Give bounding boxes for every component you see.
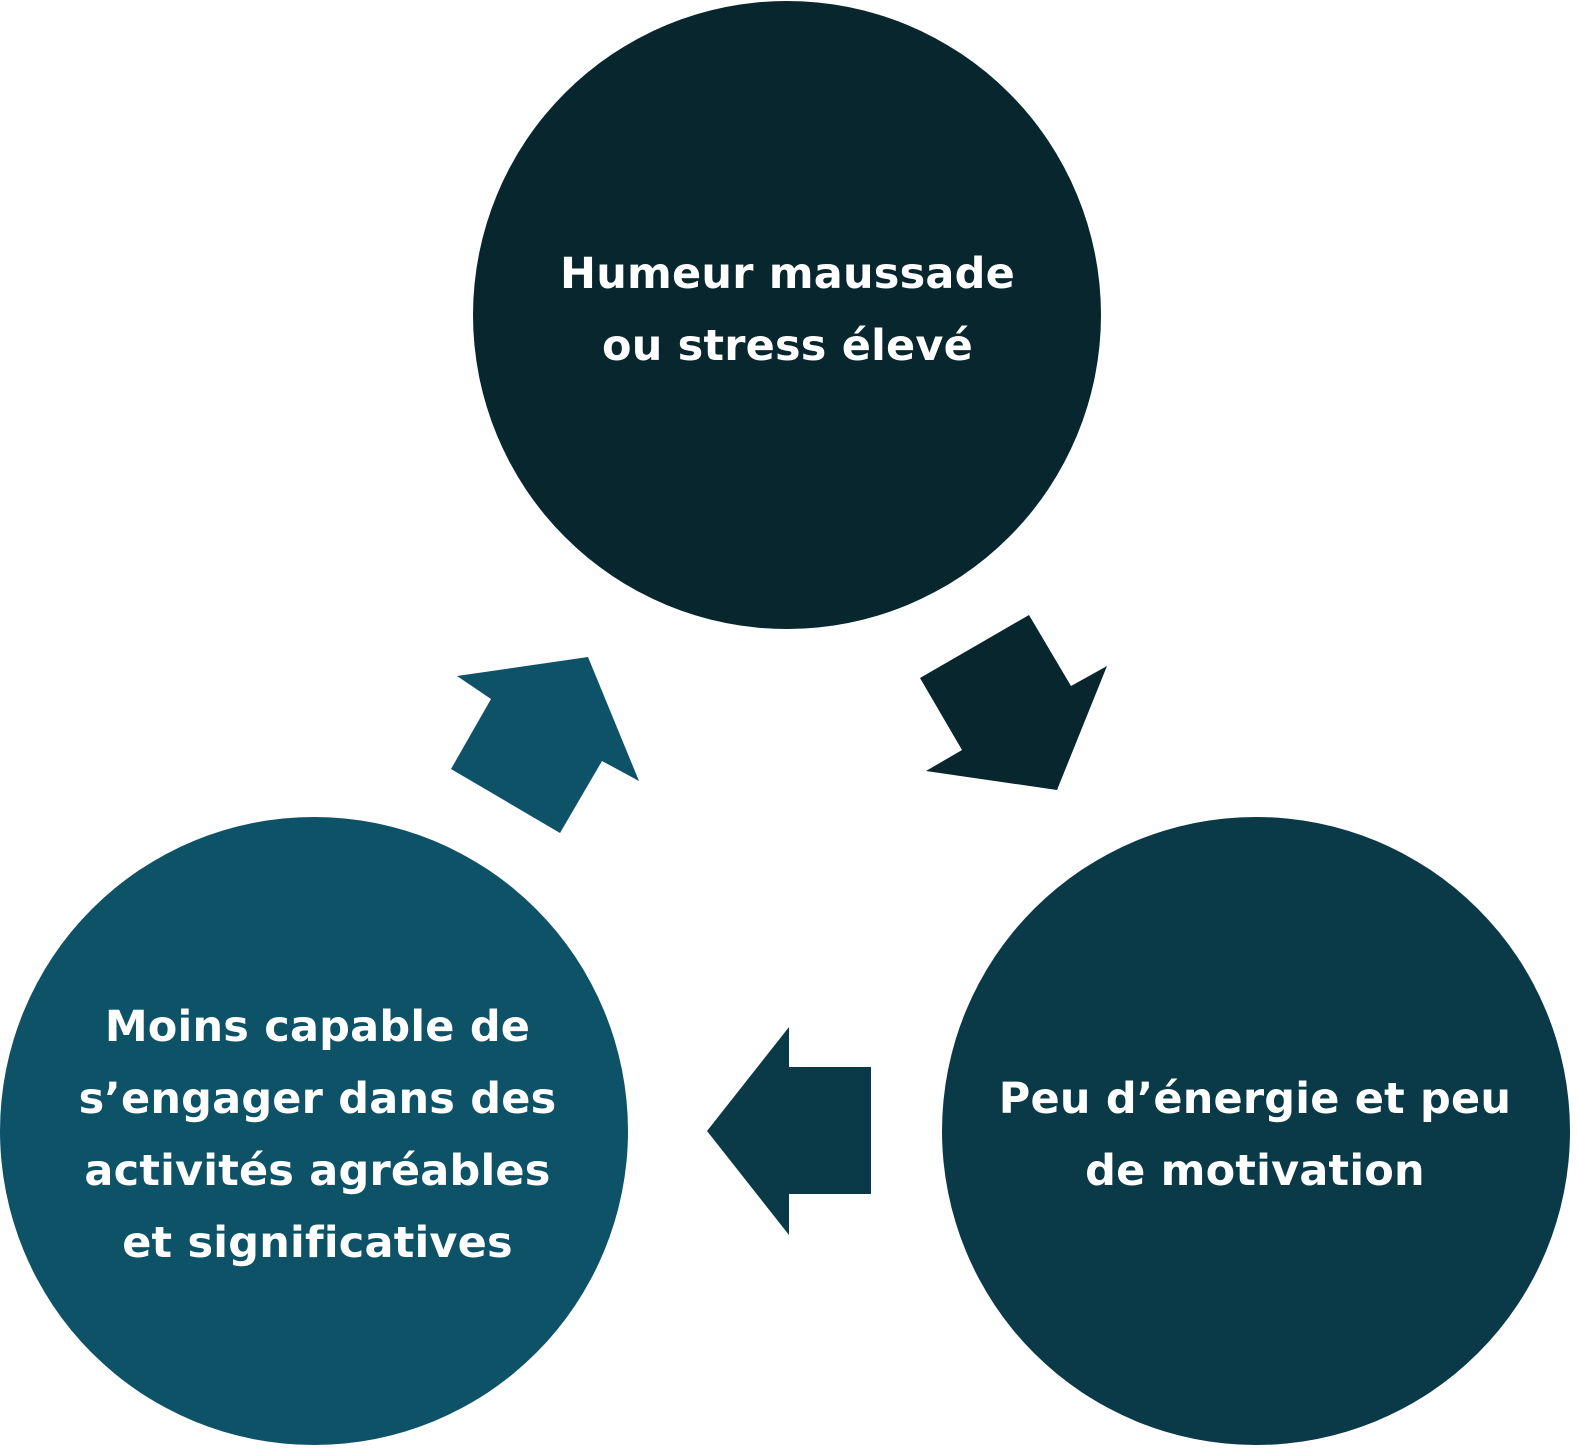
node-label-left: Moins capable de s’engager dans des acti…: [40, 990, 595, 1280]
node-text-top: Humeur maussade ou stress élevé: [560, 249, 1015, 371]
node-text-left: Moins capable de s’engager dans des acti…: [78, 1002, 557, 1268]
arrow-right-to-left: [707, 1027, 871, 1235]
node-circle-left: [0, 817, 628, 1445]
node-label-top: Humeur maussade ou stress élevé: [500, 230, 1075, 390]
node-text-right: Peu d’énergie et peu de motivation: [998, 1074, 1512, 1196]
arrow-top-to-right: [920, 615, 1107, 790]
node-circle-top: [473, 1, 1101, 629]
node-label-right: Peu d’énergie et peu de motivation: [975, 1055, 1535, 1215]
node-circle-right: [942, 817, 1570, 1445]
arrow-left-to-top: [451, 657, 639, 833]
